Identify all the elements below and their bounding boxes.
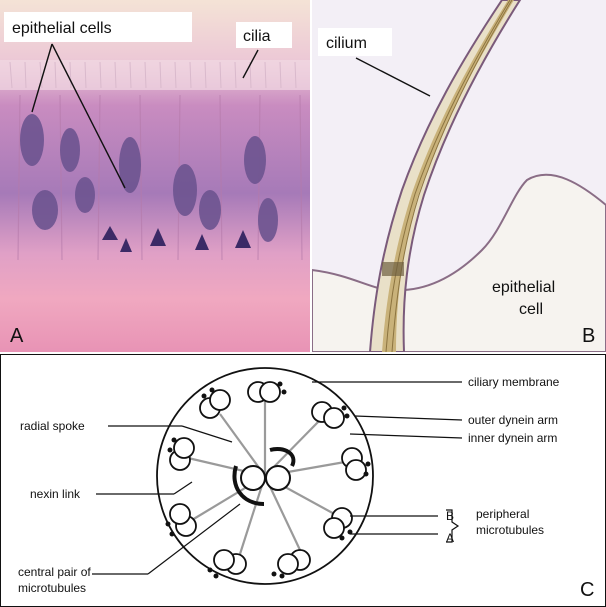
label-cilium: cilium bbox=[326, 35, 367, 52]
histology-image: epithelial cells cilia A bbox=[0, 0, 310, 352]
panel-c-diagram: ciliary membrane outer dynein arm inner … bbox=[0, 354, 606, 607]
label-central-pair: central pair of bbox=[18, 565, 91, 579]
label-epithelial-cells: epithelial cells bbox=[12, 20, 112, 37]
leader-line-cilium bbox=[355, 57, 431, 97]
panel-a-histology: epithelial cells cilia A bbox=[0, 0, 310, 352]
label-box-epithelial bbox=[4, 12, 192, 42]
basal-body bbox=[382, 262, 404, 276]
label-epithelial: epithelial bbox=[492, 279, 555, 296]
label-microtubules-peripheral: microtubules bbox=[476, 523, 544, 537]
panel-letter-a: A bbox=[10, 325, 24, 347]
radial-spokes bbox=[187, 398, 346, 555]
label-cilia: cilia bbox=[243, 28, 271, 45]
label-inner-dynein-arm: inner dynein arm bbox=[468, 431, 557, 445]
cilium-membrane bbox=[368, 0, 522, 352]
label-radial-spoke: radial spoke bbox=[20, 419, 85, 433]
central-pair bbox=[232, 447, 296, 506]
panel-b-micrograph: cilium epithelial cell B bbox=[312, 0, 606, 352]
peripheral-doublets bbox=[169, 381, 367, 575]
axoneme-lines bbox=[385, 0, 513, 352]
basal-nuclei bbox=[102, 226, 251, 252]
label-ciliary-membrane: ciliary membrane bbox=[468, 375, 560, 389]
leader-lines-c bbox=[92, 381, 463, 575]
nuclei bbox=[20, 114, 278, 242]
label-box-cilium bbox=[318, 28, 392, 56]
axoneme-diagram: ciliary membrane outer dynein arm inner … bbox=[0, 354, 606, 607]
label-nexin-link: nexin link bbox=[30, 487, 81, 501]
label-microtubules-central: microtubules bbox=[18, 581, 86, 595]
leader-lines-a bbox=[31, 43, 259, 189]
label-b: B bbox=[446, 509, 454, 523]
cilia-strands bbox=[9, 61, 297, 89]
panel-letter-b: B bbox=[582, 325, 595, 347]
label-outer-dynein-arm: outer dynein arm bbox=[468, 413, 558, 427]
label-box-cilia bbox=[236, 22, 292, 48]
label-cell: cell bbox=[519, 301, 543, 318]
tissue-background bbox=[0, 0, 310, 352]
cilia-band bbox=[0, 60, 310, 90]
panel-letter-c: C bbox=[580, 579, 594, 601]
dynein-arms bbox=[165, 381, 371, 579]
micrograph-image: cilium epithelial cell B bbox=[312, 0, 606, 352]
label-peripheral: peripheral bbox=[476, 507, 529, 521]
label-a: A bbox=[446, 531, 454, 545]
